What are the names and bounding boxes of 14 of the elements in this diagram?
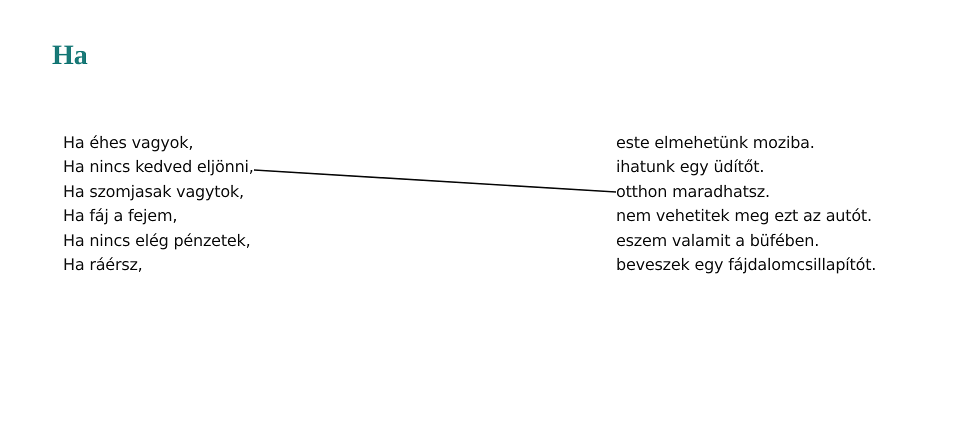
sentence-fragment: eszem valamit a büfében. [616,230,820,251]
sentence-fragment: Ha nincs elég pénzetek, [63,230,250,251]
sentence-fragment: Ha ráérsz, [63,255,143,275]
sentence-fragment: Ha fáj a fejem, [63,206,178,226]
sentence-fragment: ihatunk egy üdítőt. [616,157,764,178]
sentence-fragment: Ha szomjasak vagytok, [63,182,244,202]
connector-line [254,169,616,193]
sentence-fragment: nem vehetitek meg ezt az autót. [616,206,872,226]
sentence-fragment: beveszek egy fájdalomcsillapítót. [616,255,876,275]
sentence-fragment: Ha nincs kedved eljönni, [63,157,254,178]
sentence-fragment: este elmehetünk moziba. [616,133,815,153]
title: Ha [52,40,88,72]
sentence-fragment: Ha éhes vagyok, [63,133,194,153]
sentence-fragment: otthon maradhatsz. [616,182,770,202]
